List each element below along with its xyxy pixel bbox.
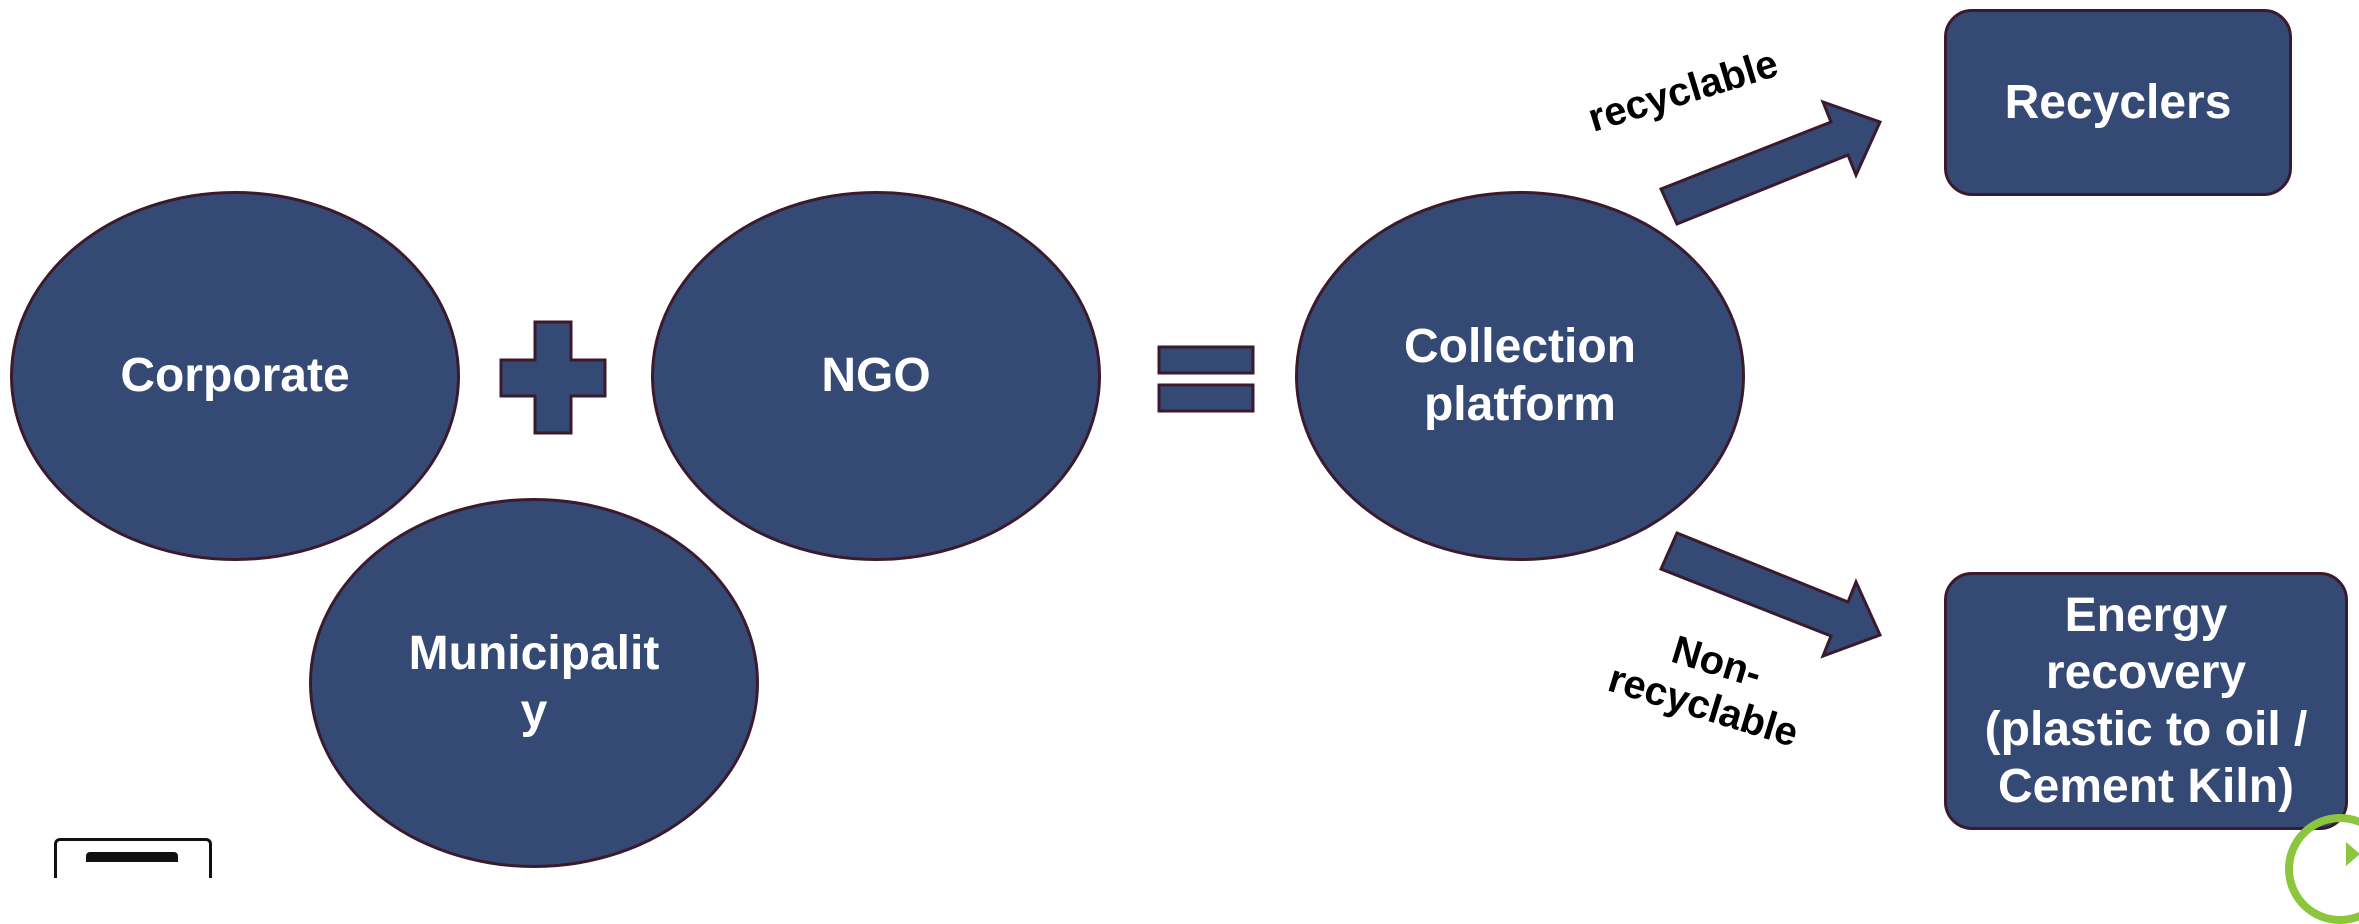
corporate-node: Corporate — [10, 191, 460, 561]
energy-recovery-label: Energy recovery (plastic to oil / Cement… — [1984, 589, 2308, 813]
ngo-label: NGO — [821, 349, 931, 402]
recyclable-arrow — [1658, 99, 1883, 226]
corporate-label: Corporate — [120, 349, 350, 402]
recyclers-label: Recyclers — [2004, 75, 2232, 129]
logo — [54, 838, 212, 878]
plus-symbol — [499, 320, 607, 435]
play-arrow-icon — [2346, 842, 2359, 866]
recyclers-box: Recyclers — [1944, 9, 2292, 196]
ngo-node: NGO — [651, 191, 1101, 561]
collection-platform-node: Collection platform — [1295, 191, 1745, 561]
collection-platform-label: Collection platform — [1403, 320, 1636, 431]
energy-recovery-box: Energy recovery (plastic to oil / Cement… — [1944, 572, 2348, 830]
municipality-node: Municipalit y — [309, 498, 759, 868]
logo-mark — [86, 852, 178, 862]
equals-symbol — [1157, 345, 1255, 413]
municipality-label: Municipalit y — [408, 627, 660, 738]
non-recyclable-arrow — [1658, 531, 1883, 659]
